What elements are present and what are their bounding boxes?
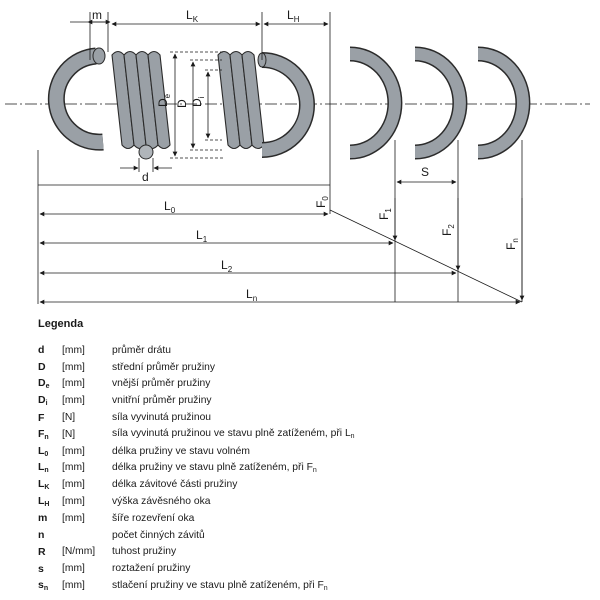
legend-unit: [mm] [62, 563, 85, 575]
legend-row: n počet činných závitů [38, 527, 578, 544]
force-line [329, 209, 523, 303]
legend-symbol: F [38, 411, 45, 424]
legend-row: LH [mm] výška závěsného oka [38, 493, 578, 510]
legend-description: délka pružiny ve stavu plně zatíženém, p… [112, 461, 317, 474]
legend-symbol: R [38, 545, 46, 558]
legend-description: vnitřní průměr pružiny [112, 395, 212, 407]
label-s: S [421, 165, 429, 179]
legend-description: délka pružiny ve stavu volném [112, 445, 250, 457]
label-f1: F1 [377, 208, 393, 220]
legend-description: tuhost pružiny [112, 546, 177, 558]
legend-description: průměr drátu [112, 344, 171, 356]
label-f2: F2 [440, 224, 456, 236]
legend-row: D [mm] střední průměr pružiny [38, 359, 578, 376]
legend-symbol: Di [38, 394, 48, 408]
legend-symbol: n [38, 529, 45, 542]
label-lk: LK [186, 8, 199, 24]
hook-position-1 [349, 46, 403, 160]
legend-symbol: D [38, 361, 46, 374]
label-de: De [156, 93, 172, 107]
legend-symbol: d [38, 344, 45, 357]
right-hook [257, 52, 315, 158]
legend-symbol: LH [38, 495, 50, 509]
legend-row: R [N/mm] tuhost pružiny [38, 544, 578, 561]
label-di: Di [190, 96, 206, 107]
legend-unit: [mm] [62, 462, 85, 474]
hook-position-2 [414, 46, 468, 160]
legend-unit: [mm] [62, 512, 85, 524]
legend-description: počet činných závitů [112, 529, 205, 541]
legend-symbol: LK [38, 478, 50, 492]
legend-symbol: sn [38, 579, 49, 593]
label-l0: L0 [164, 199, 176, 215]
legend-unit: [mm] [62, 496, 85, 508]
legend-description: výška závěsného oka [112, 496, 211, 508]
legend-description: síla vyvinutá pružinou [112, 412, 212, 424]
spring-diagram: m LK LH De D Di d S [5, 8, 590, 305]
legend-symbol: Ln [38, 461, 49, 475]
legend-row: s [mm] roztažení pružiny [38, 560, 578, 577]
legend-symbol: De [38, 377, 50, 391]
legend-unit: [mm] [62, 479, 85, 491]
label-l2: L2 [221, 258, 233, 274]
legend-row: Ln [mm] délka pružiny ve stavu plně zatíže… [38, 460, 578, 477]
label-l1: L1 [196, 228, 208, 244]
legend-unit: [mm] [62, 445, 85, 457]
label-fn: Fn [504, 238, 520, 250]
legend-symbol: Fn [38, 427, 49, 441]
legend-row: LK [mm] délka závitové části pružiny [38, 476, 578, 493]
label-d-wire: d [142, 170, 149, 184]
legend-unit: [N] [62, 412, 76, 424]
label-f0: F0 [314, 196, 330, 208]
legend-description: střední průměr pružiny [112, 361, 216, 373]
hook-position-n [477, 46, 531, 160]
legend-title: Legenda [38, 318, 84, 330]
legend-row: Fn [N] síla vyvinutá pružinou ve stavu pln… [38, 426, 578, 443]
legend-unit: [mm] [62, 378, 85, 390]
legend-description: roztažení pružiny [112, 563, 191, 575]
legend-row: Di [mm] vnitřní průměr pružiny [38, 392, 578, 409]
legend-description: síla vyvinutá pružinou ve stavu plně zat… [112, 428, 355, 441]
legend-description: vnější průměr pružiny [112, 378, 211, 390]
legend-description: stlačení pružiny ve stavu plně zatíženém… [112, 579, 328, 592]
legend-symbol: s [38, 562, 44, 575]
legend-row: De [mm] vnější průměr pružiny [38, 376, 578, 393]
legend-row: F [N] síla vyvinutá pružinou [38, 409, 578, 426]
label-d-mean: D [175, 99, 189, 108]
legend-row: sn [mm] stlačení pružiny ve stavu plně zat… [38, 577, 578, 594]
legend-unit: [mm] [62, 344, 85, 356]
legend-unit: [mm] [62, 361, 85, 373]
legend-unit: [N] [62, 428, 76, 440]
legend-unit: [N/mm] [62, 546, 96, 558]
legend-row: L0 [mm] délka pružiny ve stavu volném [38, 443, 578, 460]
legend-row: m [mm] šíře rozevření oka [38, 510, 578, 527]
legend-unit: [mm] [62, 580, 85, 592]
left-hook [47, 47, 106, 151]
legend-unit: [mm] [62, 395, 85, 407]
legend-symbol: m [38, 512, 48, 525]
legend-description: šíře rozevření oka [112, 512, 195, 524]
label-lh: LH [287, 8, 300, 24]
label-ln: Ln [246, 287, 257, 303]
legend-symbol: L0 [38, 444, 49, 458]
label-m: m [92, 8, 102, 22]
legend-row: d [mm] průměr drátu [38, 342, 578, 359]
legend-description: délka závitové části pružiny [112, 479, 238, 491]
